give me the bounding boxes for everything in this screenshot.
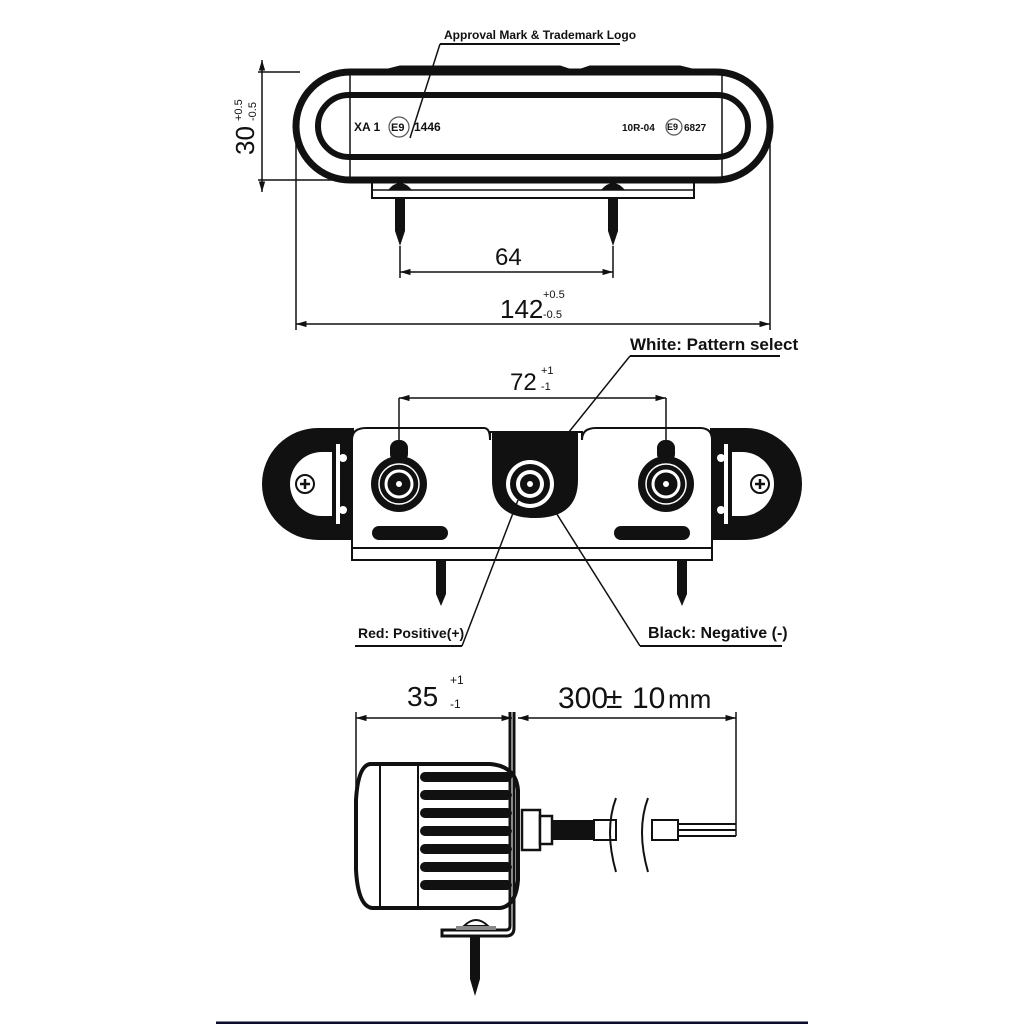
cable-jacket-end: [651, 819, 679, 841]
height-dim-tol-plus: +0.5: [233, 99, 245, 121]
marking-left-emark: E9: [391, 122, 404, 134]
mount-spacing-dimension: 72 +1 -1: [398, 365, 667, 440]
length-dimension: 142 +0.5 -0.5: [295, 130, 771, 330]
mount-stud-right: [638, 440, 694, 512]
top-view: XA 1 E9 1446 10R-04 E9 6827 Approval Mar…: [230, 28, 774, 330]
cable-dim-value: 300: [558, 682, 608, 715]
depth-dim-tol-plus: +1: [450, 673, 464, 687]
gland-nut: [538, 814, 554, 846]
rear-screw-left: [436, 560, 446, 606]
mount-bracket: [371, 179, 695, 199]
height-dimension: 30 +0.5 -0.5: [230, 60, 372, 192]
red-wire-label: Red: Positive(+): [358, 625, 464, 641]
cable-break-mark: [609, 797, 617, 873]
approval-mark-callout: Approval Mark & Trademark Logo: [409, 28, 636, 139]
depth-dimension: 35 +1 -1: [355, 673, 512, 800]
side-bracket: [440, 712, 516, 938]
side-screw: [456, 919, 496, 996]
connector-housing: [492, 432, 578, 518]
e-mark-circle: [388, 116, 410, 138]
marking-right-emark: E9: [667, 122, 678, 132]
end-cap-left: [262, 428, 354, 540]
heatsink-fins: [420, 772, 512, 890]
white-wire-label: White: Pattern select: [630, 335, 798, 354]
screw-spacing-dimension: 64: [399, 244, 614, 278]
slot-left: [372, 526, 448, 540]
body-top-ridge: [379, 65, 701, 74]
screw-right: [601, 183, 625, 246]
red-wire-callout: Red: Positive(+): [355, 499, 519, 647]
side-view: 35 +1 -1 300 ± 10 mm: [354, 673, 737, 996]
marking-right: 10R-04 E9 6827: [622, 118, 707, 136]
mount-spacing-tol-minus: -1: [541, 381, 551, 393]
rear-view: 72 +1 -1 White: Pattern select Red: Posi…: [262, 335, 802, 647]
white-wire-callout: White: Pattern select: [547, 335, 798, 459]
cable-gland: [520, 808, 542, 852]
marking-right-prefix: 10R-04: [622, 123, 655, 134]
e-mark-circle: [665, 118, 683, 136]
marking-right-number: 6827: [684, 123, 707, 134]
length-dim-tol-minus: -0.5: [543, 309, 562, 321]
screw-left: [388, 183, 412, 246]
cable-dim-unit: mm: [668, 684, 711, 714]
mount-stud-left: [371, 440, 427, 512]
marking-left-number: 1446: [414, 120, 441, 134]
slot-right: [614, 526, 690, 540]
depth-dim-value: 35: [407, 681, 438, 712]
black-wire-callout: Black: Negative (-): [547, 499, 788, 647]
cable-dim-tol: 10: [632, 682, 665, 715]
cable-segment: [593, 819, 617, 841]
lamp-head: [354, 762, 520, 910]
cable-length-dimension: 300 ± 10 mm: [518, 682, 737, 836]
cable-sleeve: [552, 820, 594, 840]
marking-left-prefix: XA 1: [354, 120, 381, 134]
length-dim-value: 142: [500, 294, 543, 324]
lamp-lens-outline: [315, 92, 751, 160]
cable-dim-tol-sign: ±: [606, 682, 622, 715]
rear-screw-right: [677, 560, 687, 606]
mount-spacing-tol-plus: +1: [541, 365, 554, 377]
height-dim-tol-minus: -0.5: [247, 102, 259, 121]
approval-mark-label: Approval Mark & Trademark Logo: [444, 28, 636, 42]
mount-spacing-value: 72: [510, 369, 537, 396]
end-cap-right: [710, 428, 802, 540]
depth-dim-tol-minus: -1: [450, 697, 461, 711]
marking-left: XA 1 E9 1446: [354, 116, 441, 138]
bracket-flange: [351, 547, 713, 561]
screw-spacing-value: 64: [495, 244, 522, 271]
black-wire-label: Black: Negative (-): [648, 625, 788, 642]
height-dim-value: 30: [230, 126, 260, 155]
cable-break-mark: [641, 797, 649, 873]
length-dim-tol-plus: +0.5: [543, 289, 565, 301]
